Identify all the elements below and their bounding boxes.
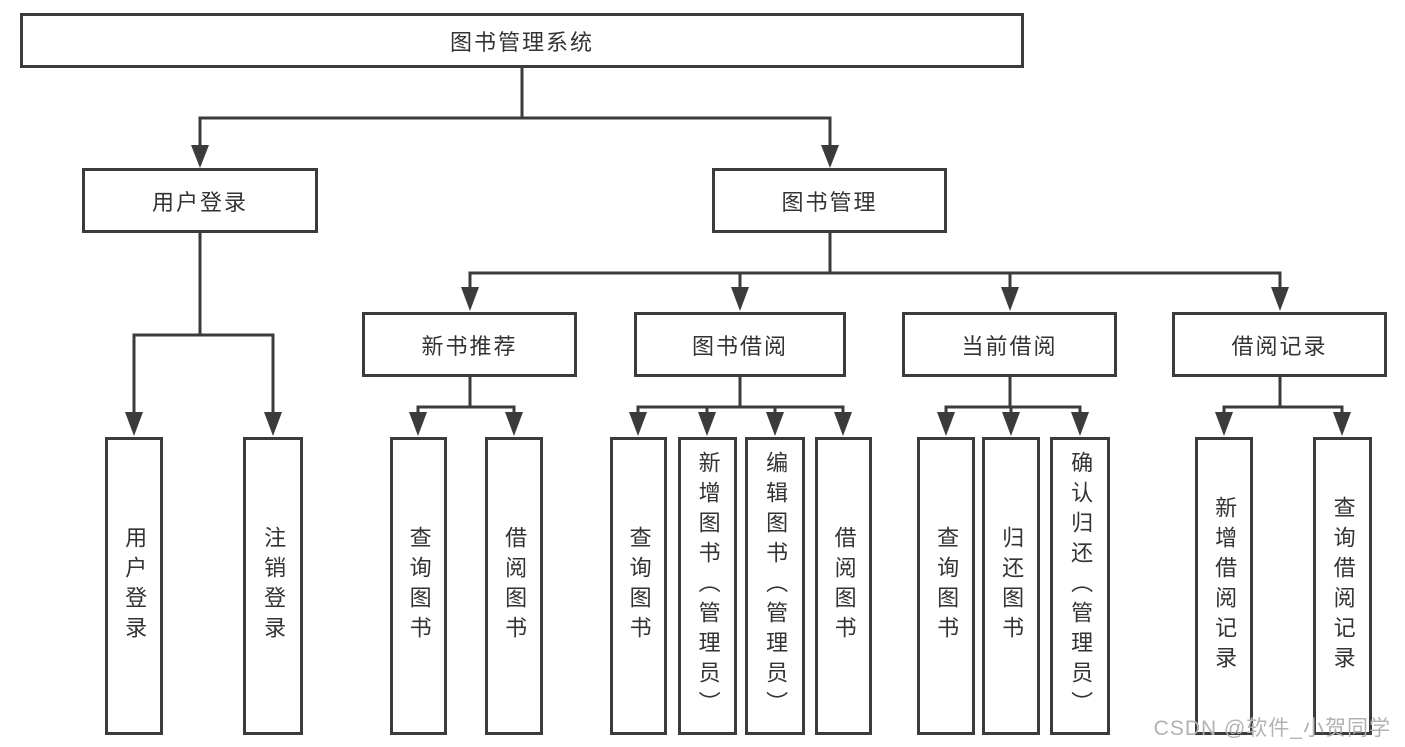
- leaf-label: 注销登录: [261, 526, 287, 646]
- node-label: 借阅记录: [1231, 333, 1328, 359]
- leaf-edit-book-admin: 编辑图书（管理员）: [745, 437, 805, 735]
- leaf-label: 查询图书: [934, 526, 960, 646]
- node-label: 图书借阅: [691, 333, 788, 359]
- node-user-login: 用户登录: [82, 168, 318, 233]
- node-book-borrowing: 图书借阅: [634, 312, 846, 377]
- leaf-label: 确认归还（管理员）: [1068, 451, 1094, 721]
- leaf-return-books: 归还图书: [982, 437, 1040, 735]
- node-label: 用户登录: [151, 189, 248, 215]
- connector-user-login-to-leaves: [125, 231, 282, 436]
- leaf-label: 借阅图书: [502, 526, 528, 646]
- node-borrowing-records: 借阅记录: [1172, 312, 1387, 377]
- leaf-borrow-books-recommend: 借阅图书: [485, 437, 543, 735]
- leaf-query-books-borrowing: 查询图书: [610, 437, 667, 735]
- leaf-logout: 注销登录: [243, 437, 303, 735]
- connector-current-borrowing-to-leaves: [937, 375, 1089, 436]
- connector-new-book-to-leaves: [409, 375, 523, 436]
- connector-book-management-to-level3: [461, 231, 1289, 311]
- leaf-label: 查询借阅记录: [1330, 496, 1356, 676]
- leaf-query-borrow-record: 查询借阅记录: [1313, 437, 1372, 735]
- leaf-label: 查询图书: [626, 526, 652, 646]
- node-library-management-system: 图书管理系统: [20, 13, 1024, 68]
- leaf-label: 归还图书: [999, 526, 1025, 646]
- node-label: 图书管理: [781, 189, 878, 215]
- connector-book-borrowing-to-leaves: [629, 375, 852, 436]
- leaf-add-book-admin: 新增图书（管理员）: [678, 437, 737, 735]
- node-label: 当前借阅: [961, 333, 1058, 359]
- leaf-user-login: 用户登录: [105, 437, 163, 735]
- node-label: 图书管理系统: [449, 29, 594, 55]
- leaf-query-books-current: 查询图书: [917, 437, 975, 735]
- leaf-label: 编辑图书（管理员）: [763, 451, 789, 721]
- leaf-confirm-return-admin: 确认归还（管理员）: [1050, 437, 1110, 735]
- node-book-management: 图书管理: [712, 168, 947, 233]
- leaf-query-books-recommend: 查询图书: [390, 437, 447, 735]
- connector-borrowing-records-to-leaves: [1215, 375, 1351, 436]
- leaf-borrow-books-borrowing: 借阅图书: [815, 437, 872, 735]
- leaf-label: 用户登录: [122, 526, 148, 646]
- leaf-label: 借阅图书: [831, 526, 857, 646]
- connector-root-to-level2: [191, 67, 839, 168]
- leaf-label: 查询图书: [406, 526, 432, 646]
- leaf-label: 新增借阅记录: [1212, 496, 1238, 676]
- leaf-label: 新增图书（管理员）: [695, 451, 721, 721]
- node-new-book-recommendation: 新书推荐: [362, 312, 577, 377]
- leaf-add-borrow-record: 新增借阅记录: [1195, 437, 1253, 735]
- node-current-borrowing: 当前借阅: [902, 312, 1117, 377]
- csdn-watermark: CSDN @软件_小贺同学: [1153, 717, 1391, 740]
- node-label: 新书推荐: [421, 333, 518, 359]
